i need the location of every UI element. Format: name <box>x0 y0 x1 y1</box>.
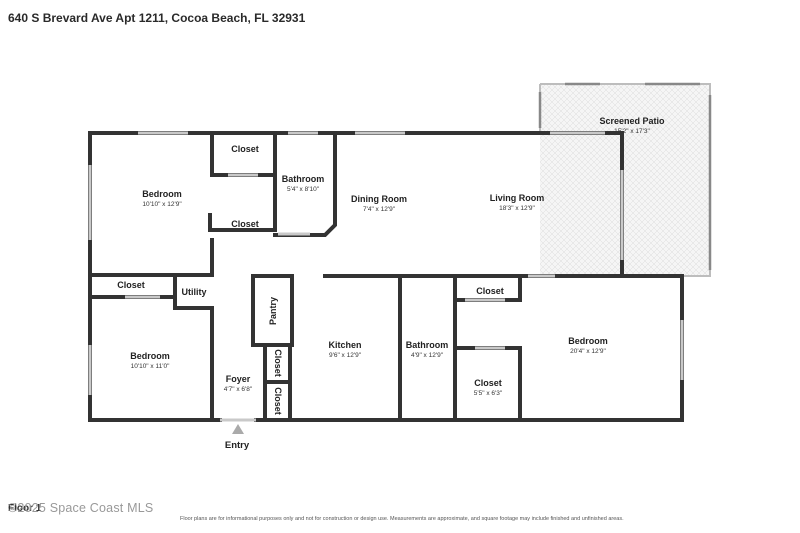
property-address: 640 S Brevard Ave Apt 1211, Cocoa Beach,… <box>8 11 306 25</box>
entry-label: Entry <box>224 440 250 451</box>
room-closet-left: Closet <box>117 280 145 290</box>
floor-label: Floor 1 <box>8 503 42 514</box>
room-closet-foyer-2: Closet <box>273 387 283 415</box>
windows <box>88 131 684 395</box>
room-closet-mid: Closet <box>231 219 259 229</box>
disclaimer: Floor plans are for informational purpos… <box>180 516 624 522</box>
screened-patio-area <box>538 82 712 277</box>
room-utility: Utility <box>181 287 207 297</box>
entry-arrow-icon <box>232 424 244 434</box>
room-closet-right: Closet <box>476 286 504 296</box>
room-closet-foyer-1: Closet <box>273 349 283 377</box>
copyright-watermark: ©2025 Space Coast MLS <box>8 501 154 515</box>
room-closet-top: Closet <box>231 144 259 154</box>
room-pantry: Pantry <box>268 296 278 326</box>
